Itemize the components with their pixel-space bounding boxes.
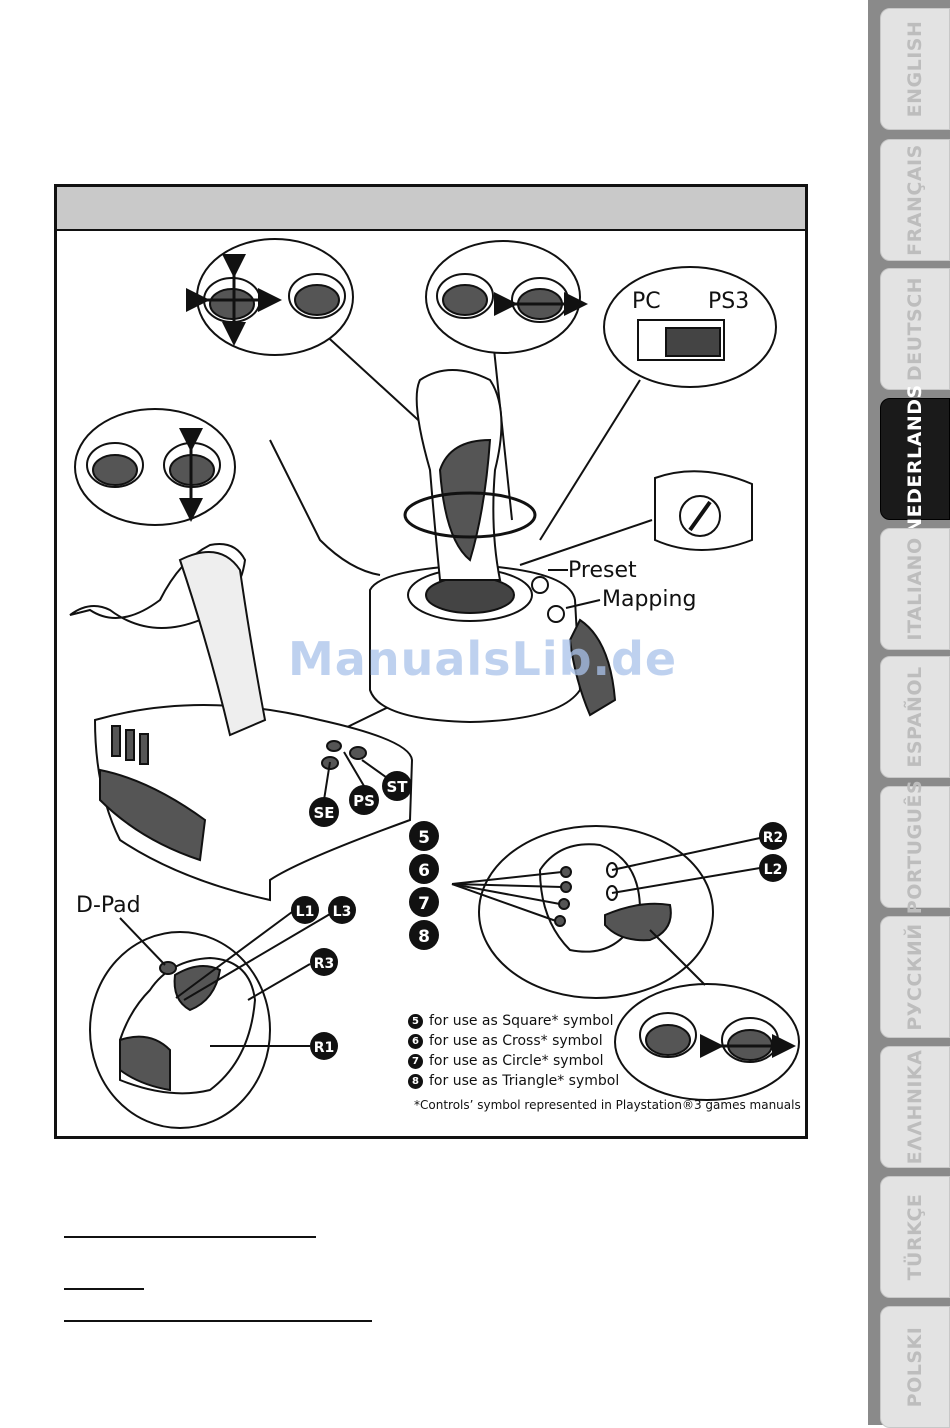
svg-text:L2: L2 bbox=[764, 862, 783, 878]
svg-text:SE: SE bbox=[313, 804, 334, 822]
language-tab[interactable]: ENGLISH bbox=[880, 8, 950, 130]
svg-text:L1: L1 bbox=[296, 904, 315, 920]
text-line bbox=[64, 1288, 144, 1290]
text-line bbox=[64, 1236, 316, 1238]
dpad-label: D-Pad bbox=[76, 893, 141, 918]
svg-text:R2: R2 bbox=[763, 830, 784, 846]
svg-text:8: 8 bbox=[418, 927, 430, 947]
badge-l1: L1 bbox=[291, 896, 319, 924]
switch-ps3-label: PS3 bbox=[708, 289, 749, 314]
language-tab[interactable]: РУССКИЙ bbox=[880, 916, 950, 1038]
figure-header-bar bbox=[57, 187, 805, 231]
badge-r3: R3 bbox=[310, 948, 338, 976]
language-tab[interactable]: POLSKI bbox=[880, 1306, 950, 1428]
badge-r2: R2 bbox=[759, 822, 787, 850]
text-line bbox=[64, 1320, 372, 1322]
svg-text:7: 7 bbox=[418, 894, 430, 914]
svg-text:R1: R1 bbox=[314, 1040, 335, 1056]
footnote: *Controls’ symbol represented in Playsta… bbox=[414, 1098, 801, 1112]
badge-l3: L3 bbox=[328, 896, 356, 924]
badge-r1: R1 bbox=[310, 1032, 338, 1060]
language-tab[interactable]: TÜRKÇE bbox=[880, 1176, 950, 1298]
badge-st: ST bbox=[382, 771, 412, 801]
language-tab[interactable]: ITALIANO bbox=[880, 528, 950, 650]
svg-text:R3: R3 bbox=[314, 956, 335, 972]
svg-text:ST: ST bbox=[386, 778, 408, 796]
mapping-label: Mapping bbox=[602, 587, 696, 612]
language-tab[interactable]: ESPAÑOL bbox=[880, 656, 950, 778]
badge-6: 6 bbox=[409, 854, 439, 884]
svg-text:L3: L3 bbox=[333, 904, 352, 920]
language-tab[interactable]: NEDERLANDS bbox=[880, 384, 950, 534]
language-tab[interactable]: FRANÇAIS bbox=[880, 139, 950, 261]
language-tab[interactable]: DEUTSCH bbox=[880, 268, 950, 390]
svg-text:5: 5 bbox=[418, 828, 430, 848]
badge-8: 8 bbox=[409, 920, 439, 950]
svg-text:6: 6 bbox=[418, 861, 430, 881]
badge-l2: L2 bbox=[759, 854, 787, 882]
badge-se: SE bbox=[309, 797, 339, 827]
badge-ps: PS bbox=[349, 785, 379, 815]
language-tab[interactable]: ΕΛΛΗΝΙΚΑ bbox=[880, 1046, 950, 1168]
badge-7: 7 bbox=[409, 887, 439, 917]
switch-pc-label: PC bbox=[632, 289, 661, 314]
watermark: ManualsLib.de bbox=[288, 632, 678, 686]
badge-5: 5 bbox=[409, 821, 439, 851]
svg-text:PS: PS bbox=[353, 792, 375, 810]
preset-label: Preset bbox=[568, 558, 637, 583]
